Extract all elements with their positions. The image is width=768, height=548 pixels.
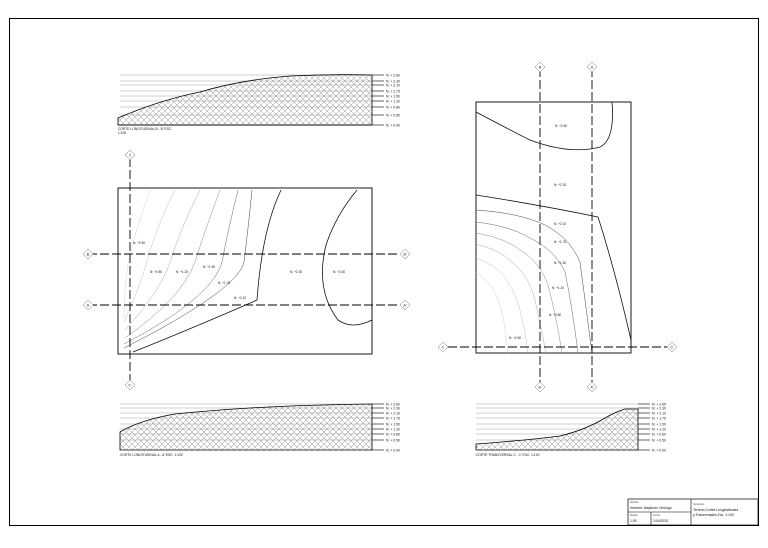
- section-marker: C: [442, 345, 445, 349]
- contour-label: N: +2.60: [333, 270, 345, 274]
- section-marker: A': [590, 385, 593, 389]
- plan-right: B A B' A' C C' N: +2.60 N: +2.30 N: +2.1…: [437, 61, 678, 393]
- content-line-1: Terreno Cortes Longitudinales: [693, 508, 739, 512]
- level-label: N: + 0.80: [386, 433, 400, 437]
- plan-boundary: [117, 187, 373, 355]
- level-label: N: + 0.00: [386, 124, 400, 128]
- scale-label: Escala:: [630, 514, 638, 517]
- contour-label: N: +2.60: [555, 124, 567, 128]
- level-label: N: + 2.10: [386, 84, 400, 88]
- section-marker: C: [129, 153, 132, 157]
- level-label: N: + 0.50: [386, 439, 400, 443]
- level-label: N: + 2.60: [652, 403, 666, 407]
- section-marker: A: [591, 65, 594, 69]
- contour-label: N: +2.30: [290, 270, 302, 274]
- level-label: N: + 1.50: [652, 423, 666, 427]
- contour-label: N: +0.50: [133, 241, 145, 245]
- scale-value: 1:50: [630, 519, 637, 523]
- level-label: N: + 2.30: [652, 407, 666, 411]
- section-scale: 1:100: [118, 131, 126, 135]
- level-label: N: + 1.20: [386, 100, 400, 104]
- contour-label: N: +2.30: [554, 183, 566, 187]
- name-label: Nombre:: [630, 501, 640, 504]
- contour-label: N: +1.75: [554, 240, 566, 244]
- contour-label: N: +1.50: [554, 261, 566, 265]
- level-label: N: + 1.50: [386, 95, 400, 99]
- contour-label: N: +1.75: [218, 281, 230, 285]
- level-label: N: + 0.80: [652, 433, 666, 437]
- level-label: N: + 2.60: [386, 403, 400, 407]
- level-label: N: + 2.60: [386, 74, 400, 78]
- level-label: N: + 1.20: [386, 428, 400, 432]
- level-label: N: + 2.10: [652, 412, 666, 416]
- content-line-2: y Transversales Esc. 1:100: [693, 513, 734, 517]
- sheet-border: [9, 18, 759, 526]
- contour-label: N: +2.10: [554, 222, 566, 226]
- section-marker: A': [403, 303, 406, 307]
- author-name: Nombre: Alejandro Verdugo: [630, 506, 672, 510]
- plan-boundary: [475, 101, 632, 354]
- level-label: N: + 1.20: [652, 428, 666, 432]
- level-label: N: + 1.75: [386, 417, 400, 421]
- contour-label: N: +2.10: [234, 296, 246, 300]
- section-caption: CORTE TRANSVERSAL C - C' ESC. 1:100: [476, 453, 540, 457]
- section-marker: A: [87, 303, 90, 307]
- contour-label: N: +1.20: [552, 286, 564, 290]
- level-label: N: + 1.75: [652, 417, 666, 421]
- level-label: N: + 0.50: [386, 114, 400, 118]
- section-marker: B: [539, 65, 542, 69]
- contour-label: N: +0.50: [509, 336, 521, 340]
- terrain-section: [475, 408, 639, 451]
- section-marker: C': [128, 383, 132, 387]
- level-label: N: + 0.00: [386, 449, 400, 453]
- level-label: N: + 1.50: [386, 423, 400, 427]
- contour-label: N: +1.50: [203, 265, 215, 269]
- profile-top: N: + 2.60 N: + 2.30 N: + 2.10 N: + 1.75 …: [117, 74, 400, 135]
- terrain-section: [117, 74, 373, 126]
- section-marker: B: [87, 252, 90, 256]
- title-block: Nombre: Nombre: Alejandro Verdugo Escala…: [627, 498, 759, 526]
- profile-bottom: N: + 2.60 N: + 2.30 N: + 2.10 N: + 1.75 …: [119, 403, 400, 457]
- section-caption: CORTE LONGITUDINAL A - A' ESC. 1:100: [120, 453, 183, 457]
- level-label: N: + 2.30: [386, 407, 400, 411]
- level-label: N: + 0.00: [652, 449, 666, 453]
- section-caption: CORTE LONGITUDINAL B - B' ESC.: [118, 127, 172, 131]
- section-marker: C': [670, 345, 674, 349]
- level-label: N: + 0.80: [386, 106, 400, 110]
- contour-label: N: +0.80: [150, 270, 162, 274]
- content-label: Contenido:: [693, 503, 705, 506]
- section-marker: B': [403, 252, 406, 256]
- level-label: N: + 2.10: [386, 412, 400, 416]
- level-label: N: + 2.30: [386, 80, 400, 84]
- date-label: Fecha:: [653, 514, 661, 517]
- date-value: 1/04/2020: [653, 519, 668, 523]
- level-label: N: + 0.50: [652, 439, 666, 443]
- section-marker: B': [538, 385, 541, 389]
- terrain-section: [119, 403, 373, 451]
- level-label: N: + 1.75: [386, 90, 400, 94]
- contour-label: N: +1.20: [176, 270, 188, 274]
- plan-left: B B' A A' C C' N: +0.80 N: +0.50 N: +1.2…: [82, 149, 411, 391]
- contour-label: N: +0.80: [549, 313, 561, 317]
- profile-right: N: + 2.60 N: + 2.30 N: + 2.10 N: + 1.75 …: [475, 403, 666, 457]
